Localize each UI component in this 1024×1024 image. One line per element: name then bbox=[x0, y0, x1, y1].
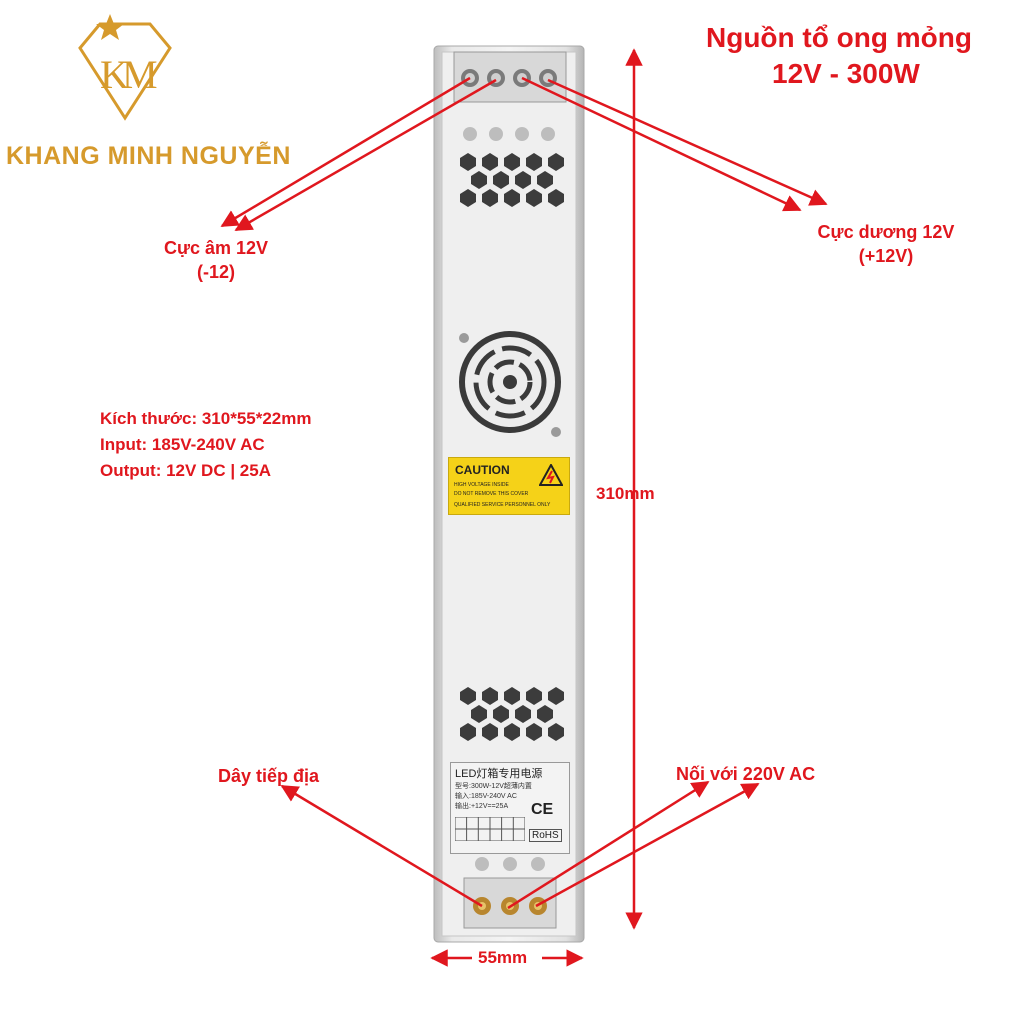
label-positive-line1: Cực dương 12V bbox=[817, 222, 955, 242]
date-grid-icon bbox=[455, 817, 525, 841]
label-negative-line2: (-12) bbox=[196, 262, 235, 282]
product-title: Nguồn tổ ong mỏng bbox=[706, 22, 972, 53]
label-positive-line2: (+12V) bbox=[858, 246, 914, 266]
spec-output: Output: 12V DC | 25A bbox=[100, 461, 271, 480]
product-label-plate: LED灯箱专用电源 型号:300W-12V超薄内置 输入:185V-240V A… bbox=[450, 762, 570, 854]
label-negative-line1: Cực âm 12V bbox=[163, 238, 269, 258]
arrow-negative-2 bbox=[234, 78, 497, 232]
arrow-positive-2 bbox=[547, 78, 828, 206]
caution-line-2: DO NOT REMOVE THIS COVER bbox=[454, 491, 529, 497]
spec-list: Kích thước: 310*55*22mm Input: 185V-240V… bbox=[100, 406, 312, 484]
arrow-positive-1 bbox=[521, 76, 802, 212]
arrow-negative-1 bbox=[220, 76, 471, 228]
label-negative: Cực âm 12V (-12) bbox=[148, 236, 284, 284]
caution-line-1: HIGH VOLTAGE INSIDE bbox=[454, 482, 509, 488]
product-subtitle: 12V - 300W bbox=[772, 58, 920, 89]
svg-text:M: M bbox=[122, 52, 158, 97]
arrow-ground bbox=[280, 784, 483, 908]
plate-input: 输入:185V-240V AC bbox=[455, 793, 517, 800]
caution-line-3: QUALIFIED SERVICE PERSONNEL ONLY bbox=[454, 502, 551, 508]
plate-output: 输出:+12V==25A bbox=[455, 803, 509, 810]
arrow-ac-2 bbox=[535, 782, 760, 908]
spec-input: Input: 185V-240V AC bbox=[100, 435, 265, 454]
caution-title: CAUTION bbox=[455, 463, 510, 477]
dimension-length: 310mm bbox=[596, 484, 655, 503]
arrow-ac-1 bbox=[507, 780, 710, 910]
dimension-width: 55mm bbox=[478, 948, 528, 967]
brand-name: KHANG MINH NGUYỄN bbox=[6, 142, 291, 170]
plate-model: 型号:300W-12V超薄内置 bbox=[455, 783, 532, 790]
brand-logo-icon: K M bbox=[78, 14, 172, 121]
label-ac-input: Nối với 220V AC bbox=[676, 764, 816, 784]
caution-sticker: CAUTION HIGH VOLTAGE INSIDE DO NOT REMOV… bbox=[448, 457, 570, 515]
rohs-mark: RoHS bbox=[529, 829, 562, 842]
spec-size: Kích thước: 310*55*22mm bbox=[100, 409, 312, 428]
label-ground: Dây tiếp địa bbox=[218, 766, 320, 786]
svg-text:K: K bbox=[100, 52, 129, 97]
plate-title: LED灯箱专用电源 bbox=[455, 768, 543, 780]
ce-mark: CE bbox=[531, 801, 554, 818]
warning-triangle-icon bbox=[539, 464, 563, 486]
label-positive: Cực dương 12V (+12V) bbox=[800, 220, 972, 268]
